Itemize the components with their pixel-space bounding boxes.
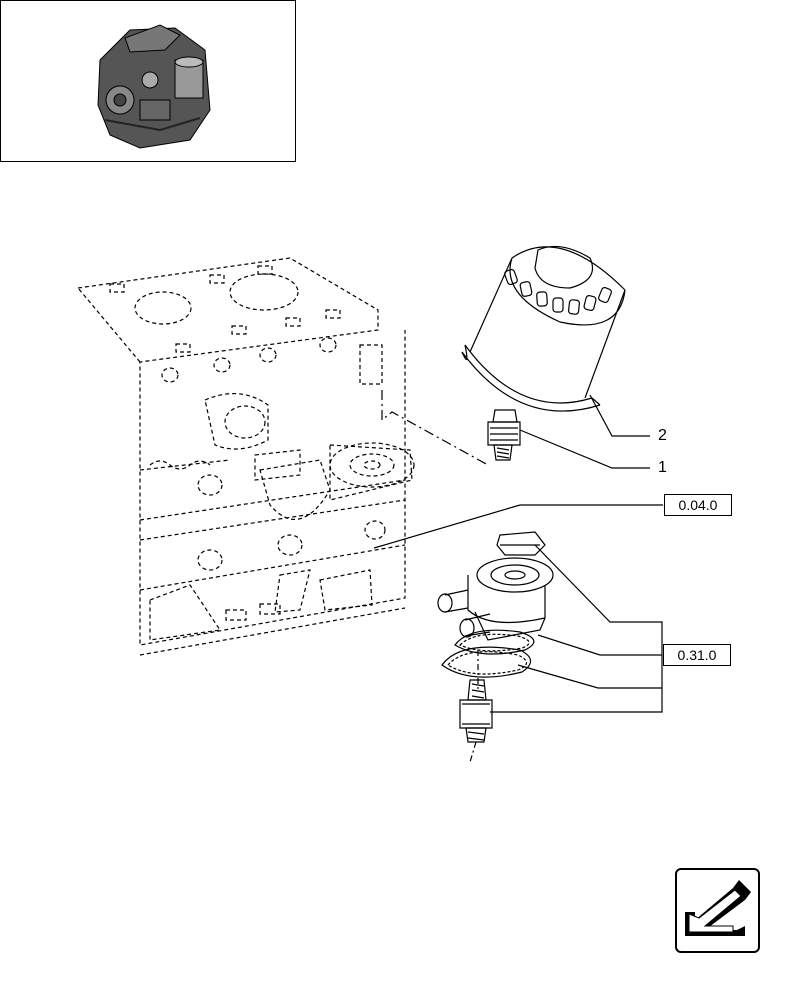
leader-ref-a — [373, 504, 663, 549]
leader-ref-b-3 — [517, 664, 662, 689]
return-arrow-icon — [685, 880, 751, 936]
oil-filter-cartridge — [461, 245, 626, 412]
reference-link-0-31-0[interactable]: 0.31.0 — [663, 644, 731, 666]
engine-thumbnail-frame — [0, 0, 296, 162]
leader-item-1 — [519, 429, 650, 469]
engine-block-outline — [77, 257, 415, 656]
threaded-union — [459, 679, 493, 763]
callout-item-1: 1 — [658, 459, 667, 476]
leader-item-2 — [589, 394, 650, 437]
filter-adapter-assembly — [437, 531, 554, 690]
leader-ref-b-2 — [537, 634, 662, 656]
threaded-nipple — [487, 409, 521, 461]
reference-link-0-04-0[interactable]: 0.04.0 — [664, 494, 732, 516]
return-button[interactable] — [675, 868, 760, 953]
leader-ref-b-1 — [490, 544, 663, 713]
callout-item-2: 2 — [658, 427, 667, 444]
engine-thumbnail-icon — [97, 24, 211, 149]
